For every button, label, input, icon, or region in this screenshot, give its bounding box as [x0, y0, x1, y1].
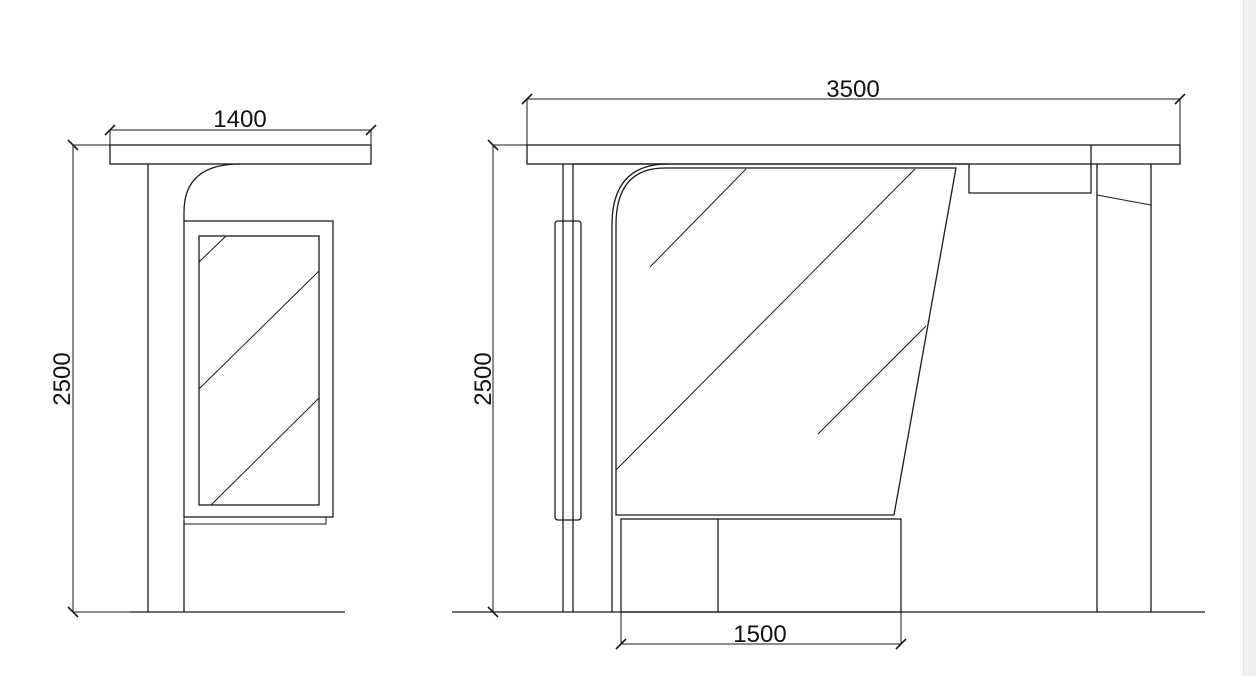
front-glass-reflection	[649, 168, 747, 268]
front-roof	[526, 144, 1181, 165]
front-width-dimension: 3500	[521, 76, 1186, 145]
side-roof	[109, 144, 372, 165]
front-post-panel	[554, 220, 582, 521]
side-width-label: 1400	[213, 106, 266, 133]
front-bench-label: 1500	[733, 621, 786, 648]
front-bench	[620, 518, 902, 613]
front-width-label: 3500	[826, 76, 879, 103]
side-width-dimension: 1400	[104, 106, 377, 145]
front-glass-frame-curve	[611, 163, 669, 612]
side-view: 1400 2500	[49, 106, 377, 618]
side-panel-base	[184, 517, 327, 525]
front-height-label: 2500	[470, 352, 497, 405]
front-glass-reflection	[615, 168, 916, 471]
vertical-scrollbar[interactable]	[1243, 0, 1256, 676]
side-glass-reflection	[198, 235, 227, 263]
front-glass-reflection	[817, 325, 927, 435]
front-height-dimension: 2500	[470, 139, 527, 618]
side-glass-reflection	[198, 270, 320, 390]
side-panel-glass	[198, 235, 320, 506]
front-view: 3500 2500 1500	[452, 76, 1205, 650]
side-height-label: 2500	[49, 352, 76, 405]
front-bench-dimension: 1500	[615, 612, 907, 650]
front-glass-panel	[615, 167, 957, 516]
side-panel-frame	[183, 220, 334, 518]
side-curved-bracket	[183, 163, 241, 221]
front-sign-box	[968, 164, 1092, 194]
side-glass-reflection	[210, 397, 320, 506]
side-height-dimension: 2500	[49, 139, 130, 618]
